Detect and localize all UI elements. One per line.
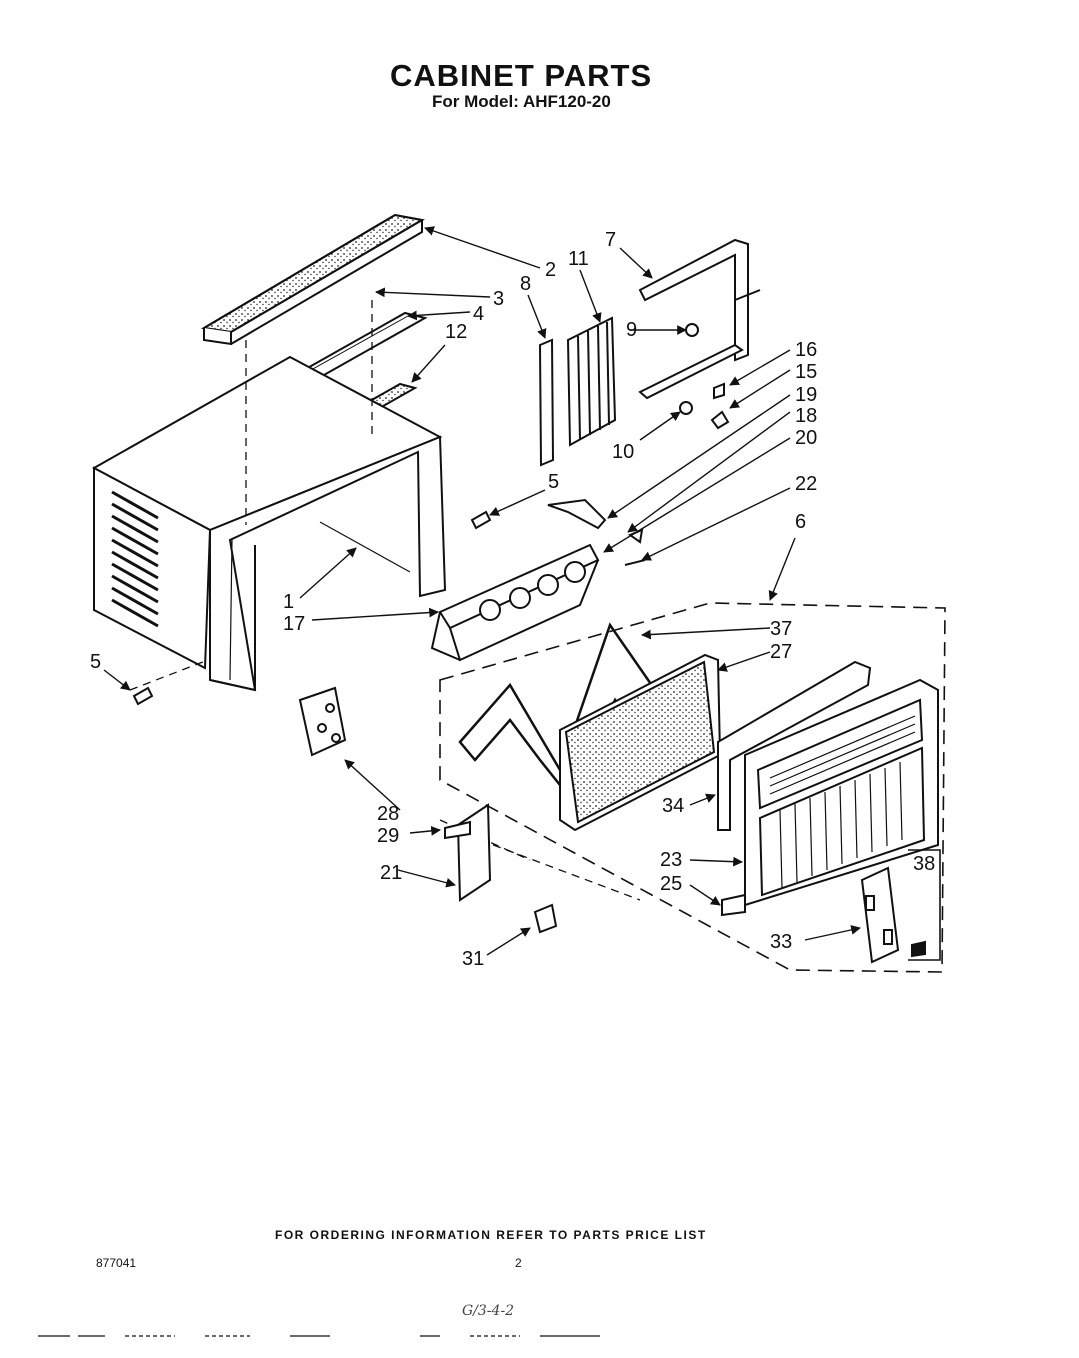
part-22-pin [624,559,646,566]
ordering-info-note: FOR ORDERING INFORMATION REFER TO PARTS … [275,1228,707,1242]
handwritten-note: G/3-4-2 [462,1303,515,1319]
part-31-knob [533,903,558,934]
callout-18: 18 [795,405,817,427]
callout-10: 10 [612,441,634,463]
document-code: 877041 [96,1256,137,1270]
part-2-top-strip [201,213,425,346]
part-19-clip [710,410,730,430]
part-18-bracket [547,498,607,530]
callout-9: 9 [626,319,637,341]
leader-lines [103,226,861,956]
callout-11: 11 [568,248,589,270]
model-subtitle: For Model: AHF120-20 [432,92,611,111]
part-27-insulation-panel [559,653,722,832]
part-21-plate [456,803,492,902]
callout-21: 21 [380,862,402,884]
callout-19: 19 [795,384,817,406]
callout-2: 2 [545,259,556,281]
callout-17: 17 [283,613,305,635]
page-title: CABINET PARTS [390,58,653,93]
part-23-front-grille [721,678,939,917]
callout-20: 20 [795,427,817,449]
part-15-screw [713,382,725,400]
part-33-door [860,866,900,964]
callout-34: 34 [662,795,684,817]
callout-37: 37 [770,618,792,640]
part-6-front-assembly-box [439,602,946,973]
part-10-screw [679,401,693,415]
part-5-screw-upper [470,510,492,530]
callout-28: 28 [377,803,399,825]
part-16-rail [638,343,744,400]
callout-29: 29 [377,825,399,847]
part-17-heater-assembly [430,543,600,662]
callout-5-upper: 5 [548,471,559,493]
part-1-cabinet [91,355,447,692]
callout-5-lower: 5 [90,651,101,673]
callout-23: 23 [660,849,682,871]
callout-31: 31 [462,948,484,970]
part-8-bracket [538,338,555,467]
callout-7: 7 [605,229,616,251]
part-28-knob [298,686,347,757]
part-7-frame [638,238,761,362]
callout-12: 12 [445,321,467,343]
callout-25: 25 [660,873,682,895]
callout-8: 8 [520,273,531,295]
callout-6: 6 [795,511,806,533]
part-34-gasket [717,660,872,831]
callout-22: 22 [795,473,817,495]
part-38-label [908,849,941,961]
page-number: 2 [515,1256,522,1270]
callout-4: 4 [473,303,484,325]
callout-16: 16 [795,339,817,361]
callout-38: 38 [913,853,935,875]
part-29-screw [444,820,471,840]
part-9-screw [685,323,699,337]
part-5-screw-lower [132,686,154,706]
callout-15: 15 [795,361,817,383]
callout-1: 1 [283,591,294,613]
callout-33: 33 [770,931,792,953]
part-11-curtain [566,316,617,447]
callout-3: 3 [493,288,504,310]
callout-27: 27 [770,641,792,663]
